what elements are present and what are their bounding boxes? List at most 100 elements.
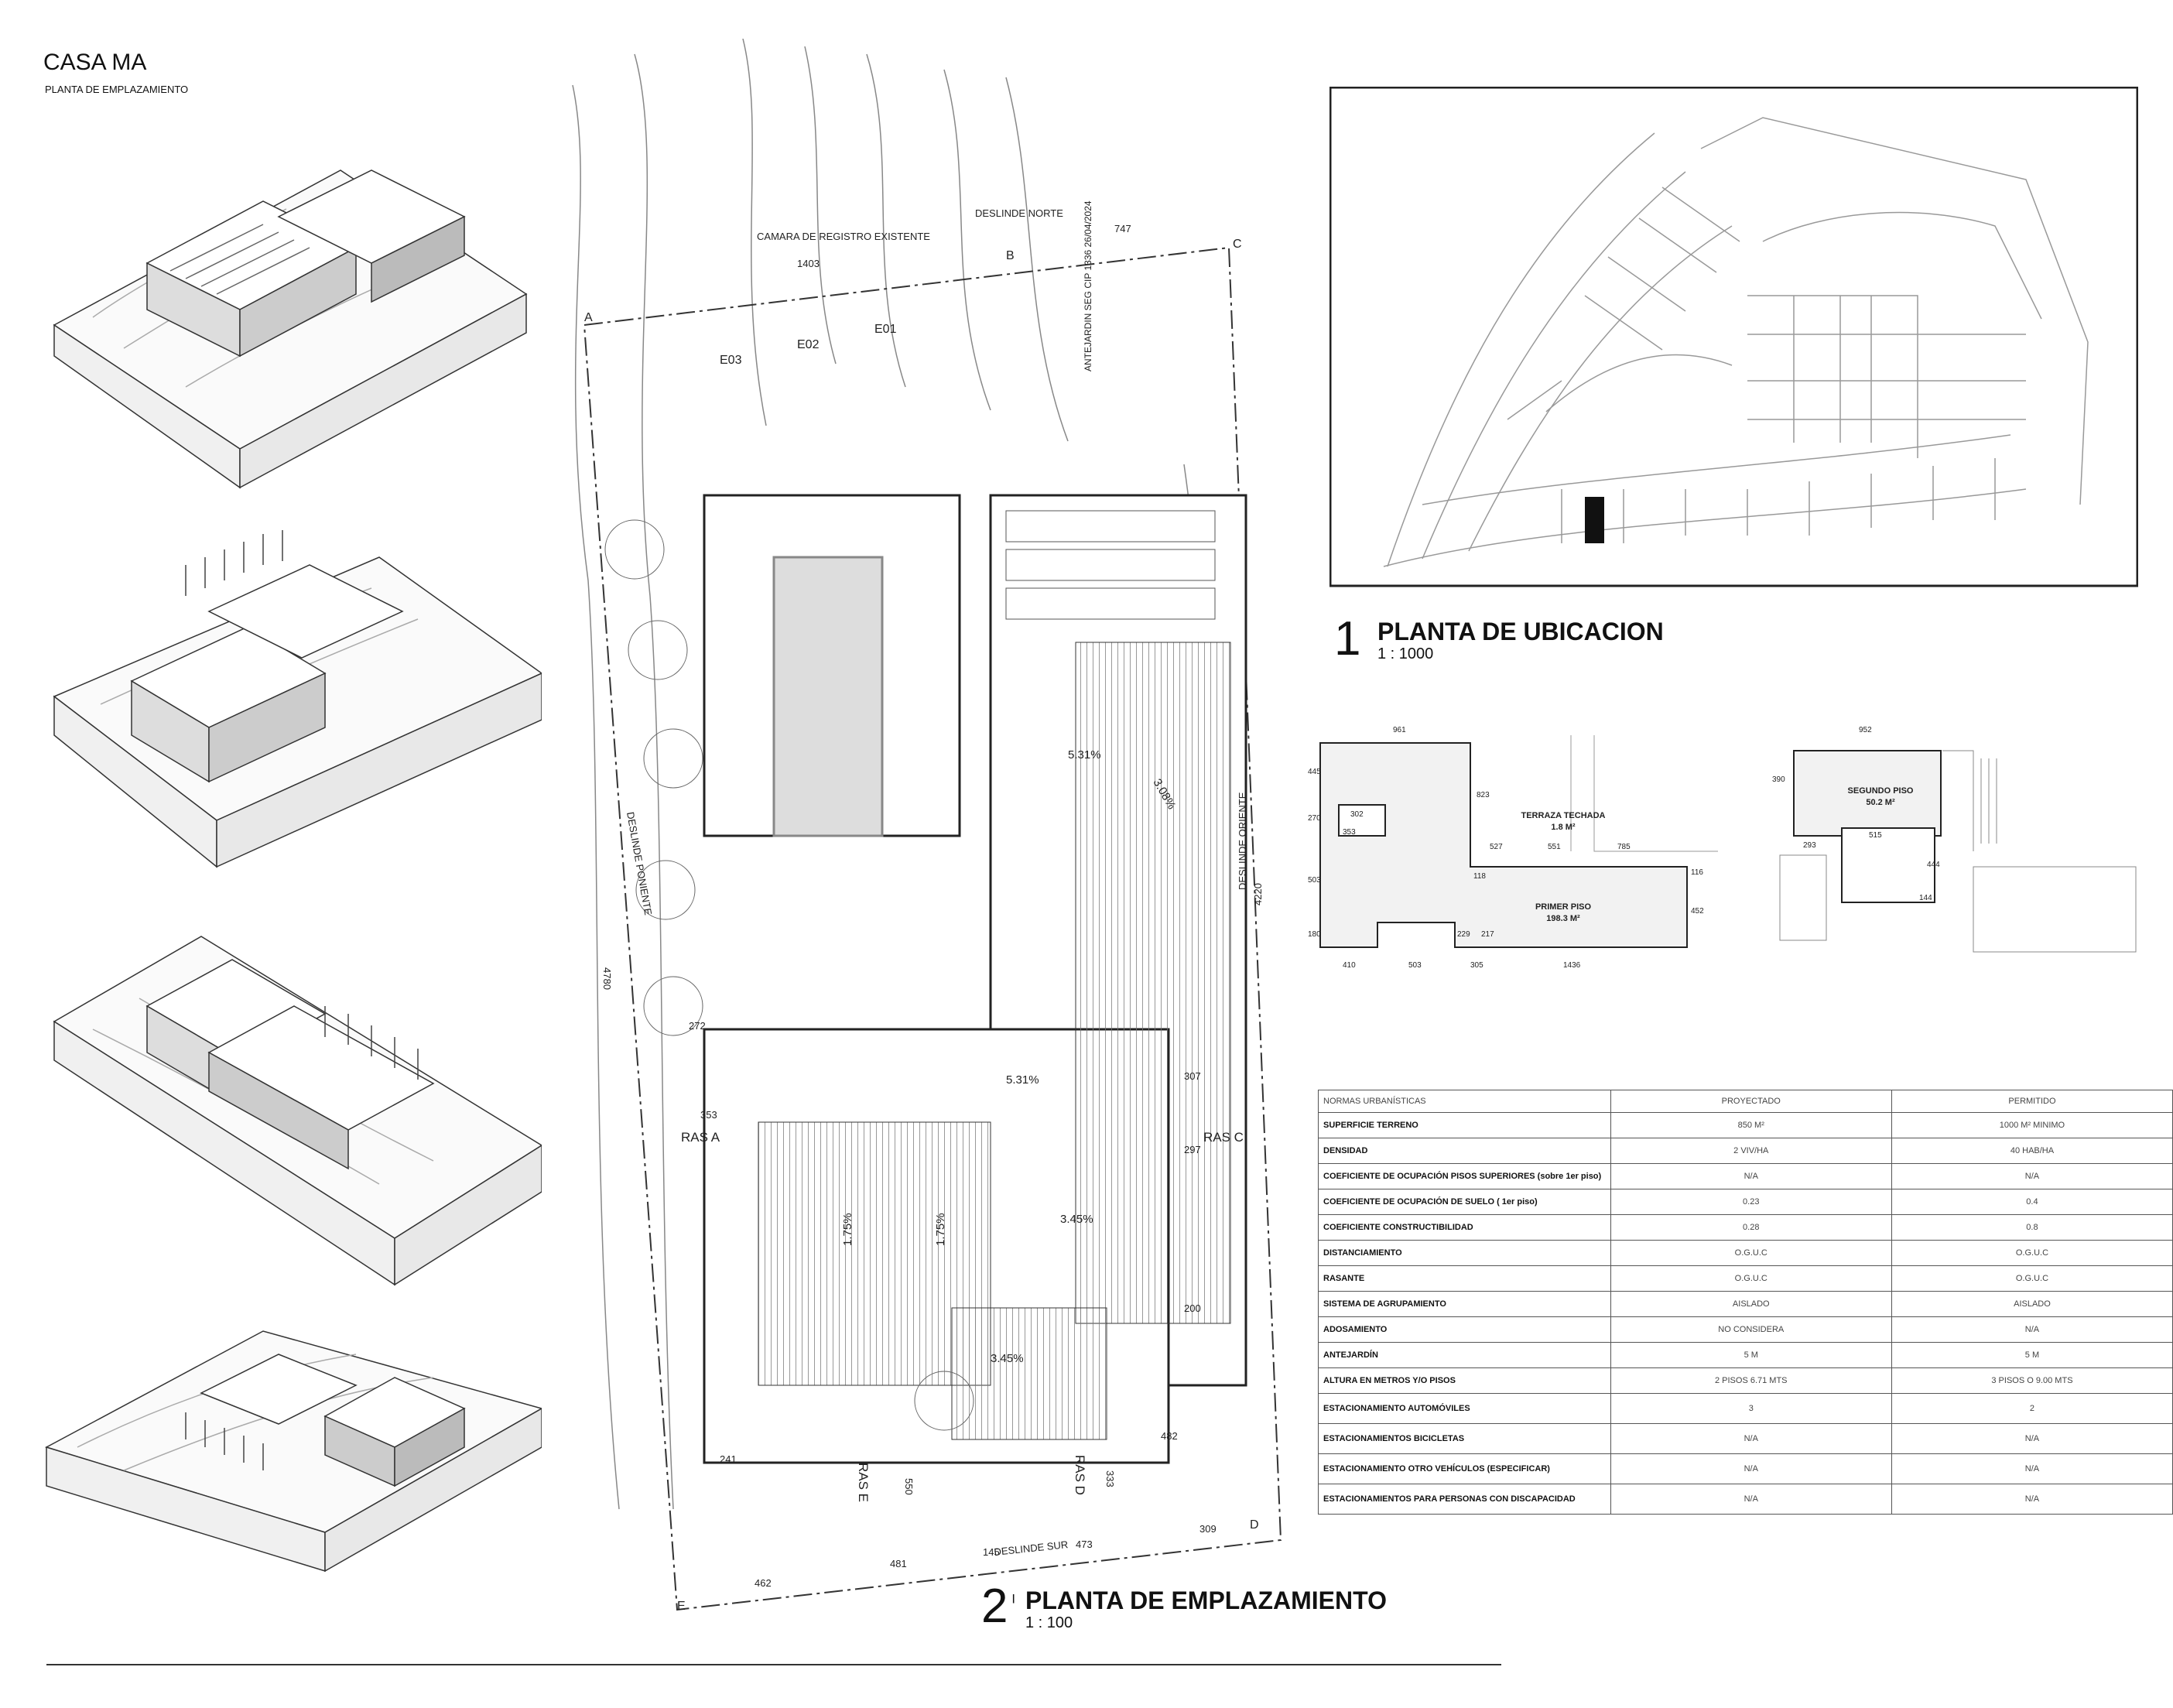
dim-353: 353 <box>700 1109 717 1121</box>
norms-table: NORMAS URBANÍSTICAS PROYECTADO PERMITIDO… <box>1318 1090 2173 1515</box>
dim-452: 452 <box>1691 907 1704 916</box>
location-plan-scale: 1 : 1000 <box>1377 645 1434 662</box>
title-block-rule <box>46 1664 1501 1665</box>
dim-462: 462 <box>755 1577 772 1589</box>
dim-4220: 4220 <box>1252 883 1264 905</box>
dim-550: 550 <box>903 1478 915 1495</box>
row-label: ESTACIONAMIENTO OTRO VEHÍCULOS (ESPECIFI… <box>1318 1453 1611 1484</box>
slope-2: 5.31% <box>1006 1073 1039 1087</box>
corner-a: A <box>584 311 593 324</box>
dim-503: 503 <box>1308 876 1321 885</box>
antejardin-label: ANTEJARDIN SEG CIP 1336 26/04/2024 <box>1083 200 1093 371</box>
row-permitido: 1000 M² MINIMO <box>1891 1112 2173 1138</box>
row-label: ESTACIONAMIENTOS PARA PERSONAS CON DISCA… <box>1318 1484 1611 1515</box>
second-floor-footprint <box>1793 750 1942 903</box>
row-permitido: 2 <box>1891 1393 2173 1424</box>
sheet-subtitle: PLANTA DE EMPLAZAMIENTO <box>45 84 189 95</box>
site-plan-view-number: 2 <box>981 1580 1008 1633</box>
dim-527: 527 <box>1490 843 1503 851</box>
location-plan-title: PLANTA DE UBICACION <box>1377 618 1664 645</box>
isometric-view-2 <box>53 530 542 868</box>
first-floor-footprint <box>1319 742 1688 948</box>
row-label: COEFICIENTE CONSTRUCTIBILIDAD <box>1318 1214 1611 1241</box>
dim-229: 229 <box>1457 930 1470 939</box>
location-plan-drawing <box>1329 87 2138 587</box>
norms-header-row: NORMAS URBANÍSTICAS PROYECTADO PERMITIDO <box>1318 1090 2173 1113</box>
dim-445: 445 <box>1308 768 1321 776</box>
dim-116: 116 <box>1691 868 1703 877</box>
east-boundary-label: DESLINDE ORIENTE <box>1237 792 1248 890</box>
dim-293: 293 <box>1803 841 1816 850</box>
dim-270: 270 <box>1308 814 1321 823</box>
terrace-label: TERRAZA TECHADA <box>1521 811 1606 820</box>
dim-180: 180 <box>1308 930 1321 939</box>
row-label: SUPERFICIE TERRENO <box>1318 1112 1611 1138</box>
north-boundary-label: DESLINDE NORTE <box>975 207 1063 219</box>
element-e03: E03 <box>720 354 742 367</box>
row-permitido: 3 PISOS O 9.00 MTS <box>1891 1367 2173 1394</box>
slope-6: 3.45% <box>1060 1213 1093 1226</box>
dim-333: 333 <box>1104 1470 1116 1487</box>
row-label: COEFICIENTE DE OCUPACIÓN PISOS SUPERIORE… <box>1318 1163 1611 1189</box>
row-permitido: N/A <box>1891 1484 2173 1515</box>
row-label: ESTACIONAMIENTOS BICICLETAS <box>1318 1423 1611 1454</box>
trees <box>604 519 974 1431</box>
row-proyectado: N/A <box>1610 1484 1892 1515</box>
ras-a-label: RAS A <box>681 1130 720 1145</box>
row-label: COEFICIENTE DE OCUPACIÓN DE SUELO ( 1er … <box>1318 1189 1611 1215</box>
south-boundary-label: DESLINDE SUR <box>994 1539 1069 1558</box>
row-label: RASANTE <box>1318 1265 1611 1292</box>
table-row: COEFICIENTE DE OCUPACIÓN DE SUELO ( 1er … <box>1318 1189 2173 1215</box>
table-row: ESTACIONAMIENTOS PARA PERSONAS CON DISCA… <box>1318 1484 2173 1515</box>
row-label: ESTACIONAMIENTO AUTOMÓVILES <box>1318 1393 1611 1424</box>
row-label: ANTEJARDÍN <box>1318 1342 1611 1368</box>
corner-d: D <box>1250 1518 1259 1532</box>
isometric-view-1 <box>53 169 528 489</box>
view-marker: | <box>1012 1593 1015 1604</box>
row-permitido: N/A <box>1891 1453 2173 1484</box>
isometric-view-4 <box>45 1330 542 1573</box>
ras-e-label: RAS E <box>856 1463 871 1502</box>
dim-481: 481 <box>890 1558 907 1569</box>
dim-823: 823 <box>1477 791 1490 799</box>
corner-c: C <box>1233 238 1242 251</box>
row-proyectado: 5 M <box>1610 1342 1892 1368</box>
slope-1: 5.31% <box>1068 748 1101 762</box>
first-floor-terrace <box>1570 735 1718 852</box>
row-proyectado: O.G.U.C <box>1610 1265 1892 1292</box>
terrace-area: 1.8 M² <box>1551 823 1576 832</box>
row-label: DISTANCIAMIENTO <box>1318 1240 1611 1266</box>
row-permitido: O.G.U.C <box>1891 1240 2173 1266</box>
dim-309: 309 <box>1199 1523 1217 1535</box>
dim-503b: 503 <box>1408 961 1422 970</box>
west-boundary-label: DESLINDE PONIENTE <box>625 811 654 916</box>
row-label: SISTEMA DE AGRUPAMIENTO <box>1318 1291 1611 1317</box>
corner-e: E <box>677 1600 686 1613</box>
isometric-view-3 <box>53 936 542 1286</box>
dim-482: 482 <box>1161 1430 1178 1442</box>
dim-145: 145 <box>983 1546 1000 1558</box>
table-row: ESTACIONAMIENTO OTRO VEHÍCULOS (ESPECIFI… <box>1318 1453 2173 1484</box>
dim-390: 390 <box>1772 775 1785 784</box>
row-proyectado: N/A <box>1610 1163 1892 1189</box>
first-floor-label: PRIMER PISO <box>1535 902 1592 912</box>
isometric-views <box>45 169 542 1573</box>
row-label: ADOSAMIENTO <box>1318 1316 1611 1343</box>
dim-1436: 1436 <box>1563 961 1581 970</box>
row-proyectado: 2 VIV/HA <box>1610 1138 1892 1164</box>
row-proyectado: 3 <box>1610 1393 1892 1424</box>
dim-144: 144 <box>1919 894 1932 902</box>
second-floor-label: SEGUNDO PISO <box>1848 786 1914 796</box>
slope-5: 1.75% <box>934 1213 947 1246</box>
norms-header-proyectado: PROYECTADO <box>1610 1090 1892 1113</box>
dim-272: 272 <box>689 1020 706 1032</box>
ras-c-label: RAS C <box>1203 1130 1244 1145</box>
dim-515: 515 <box>1869 831 1882 840</box>
